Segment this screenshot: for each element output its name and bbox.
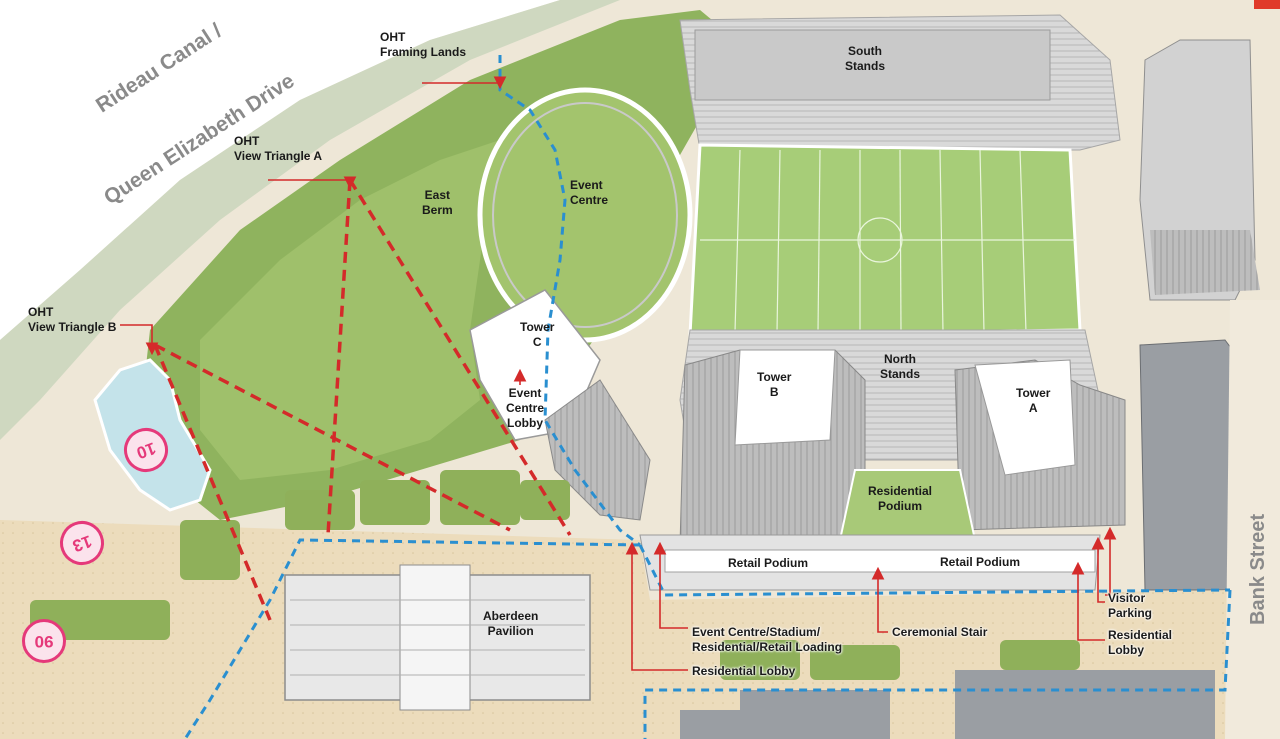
label-oht-view-a-line1: OHT (234, 134, 260, 148)
aberdeen-pavilion-centre (399, 564, 471, 711)
bank-street (1225, 300, 1280, 739)
label-tower-a: Tower A (1016, 386, 1050, 416)
canal-outside (0, 0, 560, 340)
label-south-stands-line1: South (848, 44, 882, 58)
tower-c-podium (544, 379, 651, 521)
road-label-bank: Bank Street (1247, 514, 1270, 625)
label-event-lobby-line1: Event (508, 386, 542, 400)
label-event-lobby-line2: Centre (506, 401, 545, 415)
label-event-centre-line2: Centre (570, 193, 609, 207)
callout-loading-line2: Residential/Retail Loading (692, 640, 843, 654)
badge-90: 90 (22, 619, 66, 663)
label-oht-framing: OHT Framing Lands (380, 30, 466, 60)
bottom-building-3 (955, 670, 1215, 739)
label-event-centre: Event Centre (570, 178, 608, 208)
label-event-lobby-line3: Lobby (507, 416, 543, 430)
label-res-podium-line1: Residential (868, 484, 933, 498)
callout-res-lobby-right-line1: Residential (1108, 628, 1173, 642)
callout-arrows (120, 76, 1117, 671)
bottom-building-2 (740, 690, 890, 739)
label-tower-c-line2: C (532, 335, 542, 349)
label-oht-view-b-line2: View Triangle B (28, 320, 117, 334)
callout-residential-lobby-right: Residential Lobby (1108, 628, 1172, 658)
event-centre-oval (477, 87, 693, 343)
label-residential-podium: Residential Podium (868, 484, 932, 514)
label-tower-b: Tower B (757, 370, 791, 400)
label-oht-view-a: OHT View Triangle A (234, 134, 322, 164)
callout-visitor-parking: Visitor Parking (1108, 591, 1152, 621)
label-event-centre-line1: Event (570, 178, 603, 192)
aberdeen-roof-lines (290, 599, 585, 676)
view-triangle-lines (153, 179, 572, 621)
label-tower-c: Tower C (520, 320, 554, 350)
label-retail-podium-left: Retail Podium (728, 556, 809, 570)
callout-loading-line1: Event Centre/Stadium/ (692, 625, 821, 639)
label-oht-view-b: OHT View Triangle B (28, 305, 116, 335)
road-bank-text: Bank Street (1247, 513, 1269, 625)
label-event-centre-lobby: Event Centre Lobby (506, 386, 544, 431)
tower-a-roof (974, 359, 1076, 476)
label-east-berm: East Berm (422, 188, 453, 218)
south-stands-roof (694, 29, 1051, 101)
callout-visitor-line1: Visitor (1108, 591, 1146, 605)
park-lawn (200, 140, 500, 480)
label-oht-framing-line1: OHT (380, 30, 406, 44)
tower-b-roof (734, 349, 836, 446)
label-north-stands-line2: Stands (880, 367, 921, 381)
callout-res-lobby-right-line2: Lobby (1108, 643, 1144, 657)
label-south-stands: South Stands (845, 44, 885, 74)
label-oht-framing-line2: Framing Lands (380, 45, 467, 59)
label-tower-b-line1: Tower (757, 370, 792, 384)
label-retail-podium-right: Retail Podium (940, 555, 1021, 569)
label-tower-b-line2: B (769, 385, 779, 399)
label-east-berm-line1: East (424, 188, 451, 202)
label-aberdeen-line1: Aberdeen (483, 609, 539, 623)
callout-residential-lobby-bottom: Residential Lobby (692, 664, 796, 678)
label-tower-a-line2: A (1028, 401, 1038, 415)
callout-ceremonial-stair: Ceremonial Stair (892, 625, 988, 639)
bottom-building-1 (680, 710, 740, 739)
label-tower-c-line1: Tower (520, 320, 555, 334)
callout-loading: Event Centre/Stadium/ Residential/Retail… (692, 625, 842, 655)
callout-visitor-line2: Parking (1108, 606, 1153, 620)
label-oht-view-b-line1: OHT (28, 305, 54, 319)
framing-boundary (183, 55, 1232, 739)
label-res-podium-line2: Podium (878, 499, 923, 513)
corner-mark (1254, 0, 1280, 9)
parking-structure (1139, 339, 1241, 591)
label-south-stands-line2: Stands (845, 59, 886, 73)
garden-beds (30, 470, 1080, 680)
label-aberdeen-pavilion: Aberdeen Pavilion (483, 609, 538, 639)
event-centre-track (492, 102, 678, 328)
label-tower-a-line1: Tower (1016, 386, 1051, 400)
label-aberdeen-line2: Pavilion (487, 624, 534, 638)
east-tower-podium (1150, 230, 1260, 295)
label-oht-view-a-line2: View Triangle A (234, 149, 323, 163)
label-north-stands: North Stands (880, 352, 920, 382)
label-north-stands-line1: North (884, 352, 916, 366)
label-east-berm-line2: Berm (422, 203, 453, 217)
field-lines (700, 149, 1075, 333)
